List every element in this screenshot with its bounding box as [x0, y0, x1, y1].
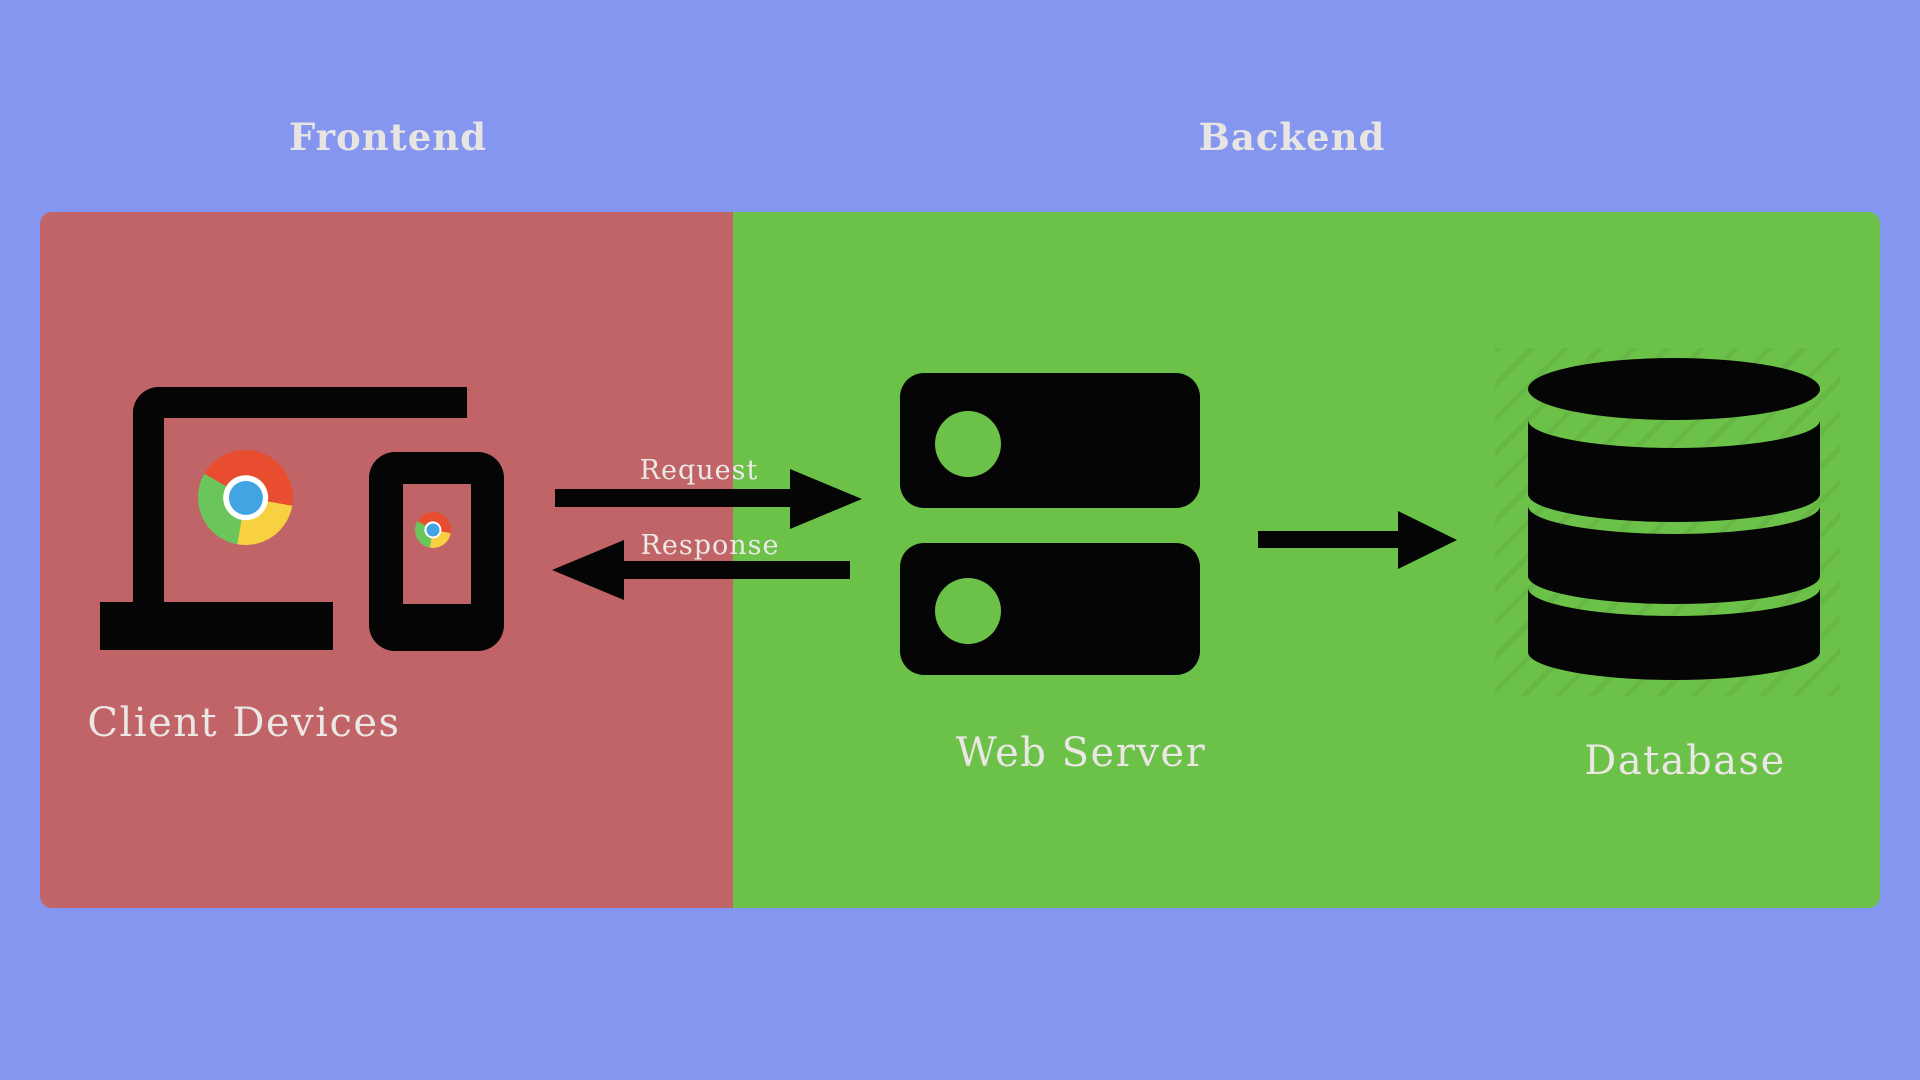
frontend-zone-title: Frontend — [288, 115, 488, 159]
request-flow-label: Request — [639, 455, 759, 486]
server-led-bottom — [935, 578, 1001, 644]
backend-zone-title: Backend — [1198, 115, 1386, 159]
laptop-icon-base — [100, 602, 333, 650]
request-arrow-shaft — [555, 489, 790, 507]
server-to-database-arrow-head — [1398, 511, 1457, 569]
web-server-label: Web Server — [955, 730, 1207, 776]
chrome-browser-icon — [198, 450, 293, 545]
server-led-top — [935, 411, 1001, 477]
client-devices-label: Client Devices — [87, 700, 401, 746]
laptop-icon — [133, 387, 467, 418]
request-arrow-head — [790, 469, 862, 529]
response-flow-label: Response — [640, 530, 780, 561]
database-label: Database — [1584, 738, 1786, 784]
chrome-browser-icon-small — [415, 512, 451, 548]
laptop-icon-left-edge — [133, 387, 164, 603]
server-to-database-arrow-shaft — [1258, 531, 1398, 548]
response-arrow-head — [552, 540, 624, 600]
response-arrow-shaft — [624, 561, 850, 579]
database-icon — [1528, 358, 1820, 680]
